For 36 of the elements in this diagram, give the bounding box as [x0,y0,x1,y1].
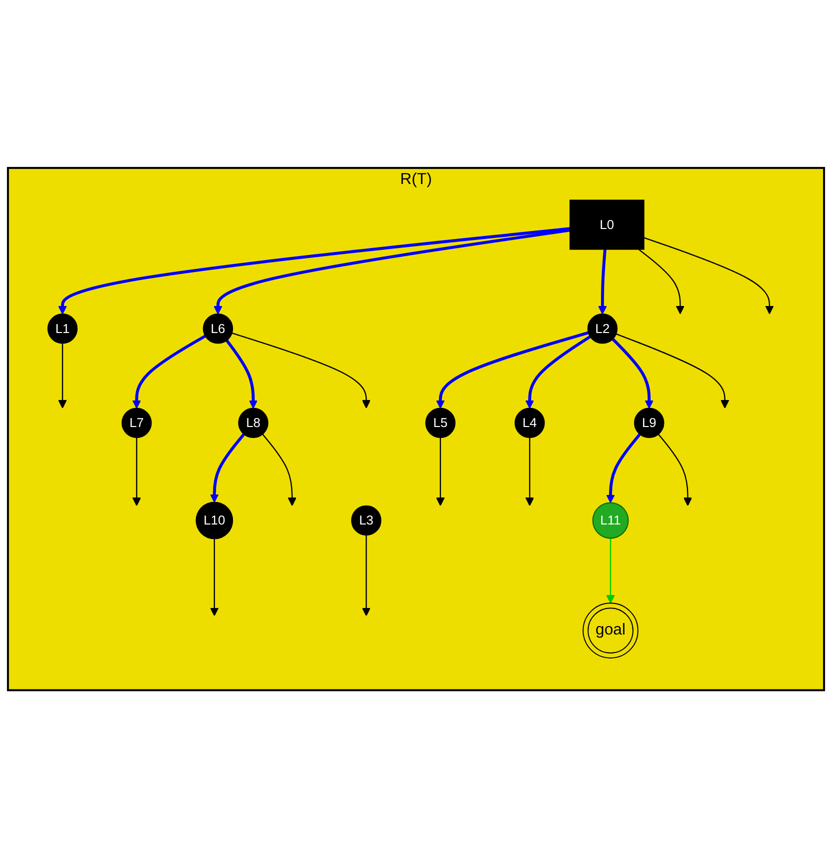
arrow [598,250,607,315]
node-circle: L9 [634,408,664,438]
arrow [612,338,654,410]
arrow [210,539,219,616]
arrow [644,238,774,315]
node-circle: L2 [587,314,618,344]
arrow [58,228,570,315]
arrow [132,438,142,506]
arrow [525,438,534,506]
arrow [214,229,570,315]
arrow [362,536,371,616]
node-circle: L1 [47,314,78,344]
node-circle: goal [582,603,638,659]
node-circle: L10 [196,502,234,540]
node-circle: L4 [514,408,545,438]
arrow [262,434,296,506]
node-circle: L11 [592,502,629,540]
node-circle: L7 [122,408,152,438]
arrow [436,438,445,506]
node-box: L0 [570,200,644,250]
node-circle: L5 [425,408,456,438]
arrow [232,332,371,409]
node-circle: L3 [351,506,382,536]
arrow [606,538,615,604]
arrow [638,249,685,315]
arrow [436,332,589,410]
arrow [658,434,692,506]
arrow [210,434,246,504]
node-circle: L8 [238,408,268,438]
node-circle: L6 [202,314,234,344]
arrow [58,344,67,409]
arrow [226,340,258,410]
arrow [616,334,730,409]
arrow [132,335,206,410]
arrow [525,336,592,410]
arrow [606,434,642,504]
